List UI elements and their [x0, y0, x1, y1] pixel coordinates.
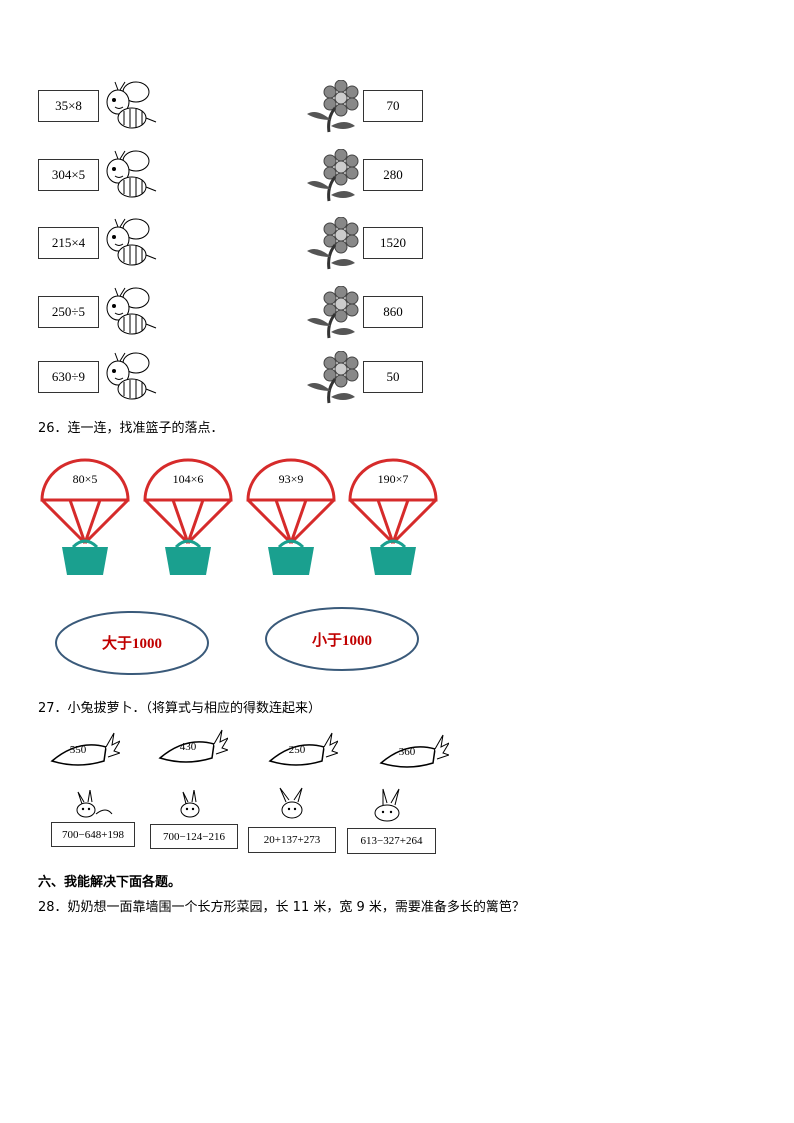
flower-icon [307, 80, 359, 133]
result-box: 280 [363, 159, 423, 191]
carrot-label: 550 [69, 744, 87, 756]
expression-card: 20+137+273 [248, 827, 336, 853]
carrot-label: 430 [179, 741, 197, 753]
parachute-label: 93×9 [278, 472, 304, 486]
bee-icon [106, 81, 157, 129]
expression-box: 215×4 [38, 227, 99, 259]
expression-box: 250÷5 [38, 296, 99, 328]
oval-greater [55, 611, 209, 675]
flower-icon [307, 286, 359, 339]
oval-less [265, 607, 419, 671]
rabbit-icon [76, 790, 113, 818]
oval-less-label: 小于1000 [311, 633, 372, 649]
result-box: 70 [363, 90, 423, 122]
flower-icon [307, 217, 359, 270]
flower-icon [307, 351, 359, 404]
carrot-label: 250 [288, 744, 306, 756]
q26-prompt: 26．连一连，找准篮子的落点． [38, 421, 224, 436]
section-heading: 六、我能解决下面各题。 [38, 875, 182, 890]
result-box: 1520 [363, 227, 423, 259]
q27-prompt: 27．小兔拔萝卜．（将算式与相应的得数连起来） [38, 701, 322, 716]
parachute-icon [143, 458, 233, 575]
rabbit-icon [279, 787, 303, 819]
expression-box: 304×5 [38, 159, 99, 191]
expression-card: 700−648+198 [51, 822, 135, 847]
carrot-icon [50, 732, 120, 766]
q28-prompt: 28．奶奶想一面靠墙围一个长方形菜园，长 11 米，宽 9 米，需要准备多长的篱… [38, 900, 525, 915]
carrot-icon [268, 732, 338, 766]
parachute-icon [348, 458, 438, 575]
flower-icon [307, 149, 359, 202]
bee-icon [106, 218, 157, 266]
parachute-label: 104×6 [172, 472, 204, 486]
expression-card: 700−124−216 [150, 824, 238, 849]
expression-card: 613−327+264 [347, 828, 436, 854]
bee-icon [106, 287, 157, 335]
oval-greater-label: 大于1000 [101, 636, 162, 652]
expression-box: 630÷9 [38, 361, 99, 393]
carrot-icon [158, 729, 228, 763]
carrot-icon [379, 734, 449, 768]
result-box: 860 [363, 296, 423, 328]
parachute-label: 190×7 [377, 472, 409, 486]
result-box: 50 [363, 361, 423, 393]
expression-box: 35×8 [38, 90, 99, 122]
rabbit-icon [374, 788, 400, 822]
bee-icon [106, 352, 157, 400]
bee-icon [106, 150, 157, 198]
parachute-icon [246, 458, 336, 575]
rabbit-icon [180, 790, 200, 818]
carrot-label: 360 [398, 746, 416, 758]
parachute-icon [40, 458, 130, 575]
parachute-label: 80×5 [72, 472, 98, 486]
